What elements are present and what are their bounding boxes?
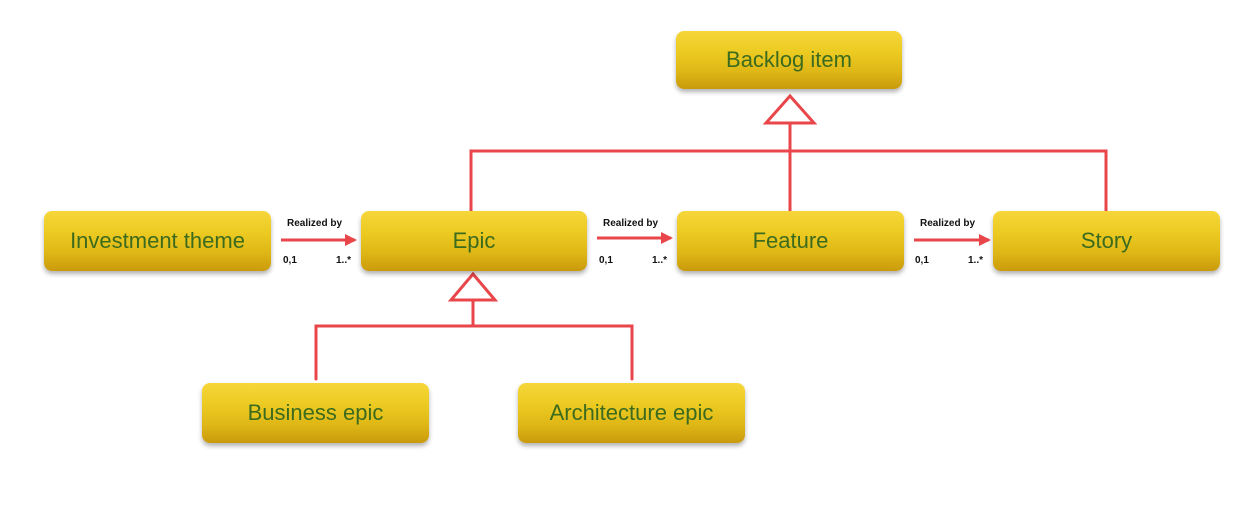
target-multiplicity-label: 1..* bbox=[336, 255, 352, 266]
node-business-epic[interactable]: Business epic bbox=[202, 383, 429, 443]
node-feature[interactable]: Feature bbox=[677, 211, 904, 271]
target-multiplicity-label: 1..* bbox=[652, 255, 668, 266]
edge-label-realized-by: Realized by bbox=[287, 218, 343, 229]
backlog-generalization-triangle bbox=[762, 93, 818, 125]
source-multiplicity-label: 0,1 bbox=[283, 255, 297, 266]
edge-label-realized-by: Realized by bbox=[920, 218, 976, 229]
generalization-epic bbox=[314, 271, 634, 381]
epic-generalization-triangle bbox=[447, 271, 499, 302]
node-story[interactable]: Story bbox=[993, 211, 1220, 271]
target-multiplicity-label: 1..* bbox=[968, 255, 984, 266]
generalization-backlog-item bbox=[469, 93, 1108, 214]
node-investment-theme[interactable]: Investment theme bbox=[44, 211, 271, 271]
source-multiplicity-label: 0,1 bbox=[599, 255, 613, 266]
node-epic[interactable]: Epic bbox=[361, 211, 587, 271]
node-backlog-item[interactable]: Backlog item bbox=[676, 31, 902, 89]
node-architecture-epic[interactable]: Architecture epic bbox=[518, 383, 745, 443]
edge-label-realized-by: Realized by bbox=[603, 218, 659, 229]
epic-subtype-bus-line bbox=[314, 324, 634, 381]
source-multiplicity-label: 0,1 bbox=[915, 255, 929, 266]
